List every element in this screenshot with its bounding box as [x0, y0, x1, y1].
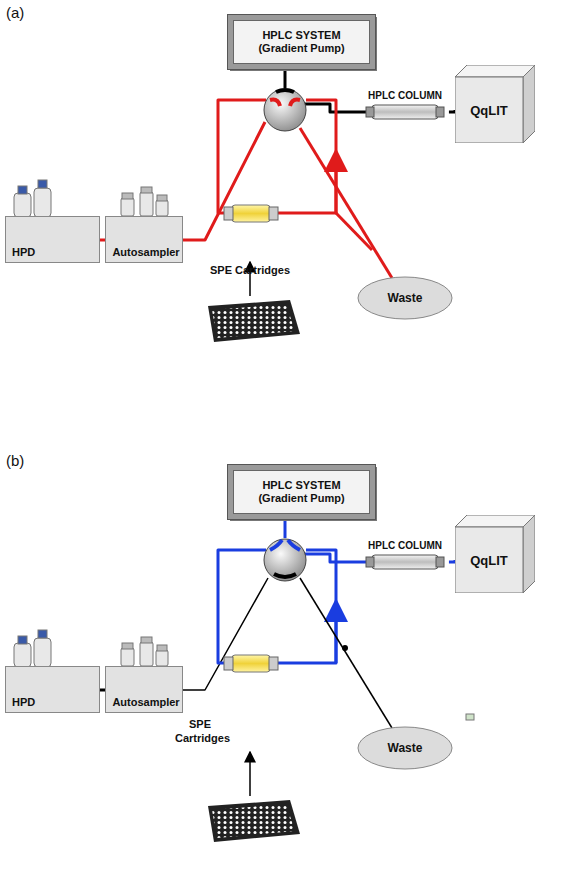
spe-cartridge: SPE Cartridges: [170, 653, 230, 745]
spe-cartridge: SPE Cartridges: [205, 203, 295, 277]
mass-spectrometer: QqLIT: [455, 515, 535, 593]
instrument-box: HPD: [5, 216, 100, 263]
hplc-column: HPLC COLUMN: [363, 90, 447, 122]
mass-spectrometer: QqLIT: [455, 65, 535, 143]
node-label: Waste: [388, 291, 423, 305]
tubing-connector: [449, 560, 455, 562]
node-label: HPD: [12, 696, 35, 708]
node-label: QqLIT: [470, 103, 508, 118]
pump-box: HPLC SYSTEM (Gradient Pump): [228, 15, 375, 69]
node-label: Waste: [388, 741, 423, 755]
panel-label: (b): [6, 452, 24, 469]
instrument-box: Autosampler: [105, 216, 182, 263]
hplc-column: HPLC COLUMN: [363, 540, 447, 572]
waste-container: Waste: [357, 726, 453, 770]
node-label: HPLC COLUMN: [368, 540, 442, 551]
node-label: Autosampler: [112, 246, 179, 258]
instrument-box: Autosampler: [105, 666, 182, 713]
node-label: HPLC SYSTEM (Gradient Pump): [253, 479, 351, 505]
pump-box: HPLC SYSTEM (Gradient Pump): [228, 465, 375, 519]
node-label: Autosampler: [112, 696, 179, 708]
node-label: SPE Cartridges: [175, 717, 225, 745]
instrument-box: HPD: [5, 666, 100, 713]
node-label: QqLIT: [470, 553, 508, 568]
waste-container: Waste: [357, 276, 453, 320]
node-label: HPLC SYSTEM (Gradient Pump): [253, 29, 351, 55]
node-label: HPD: [12, 246, 35, 258]
node-label: SPE Cartridges: [210, 263, 290, 277]
node-label: HPLC COLUMN: [368, 90, 442, 101]
panel-label: (a): [6, 4, 24, 21]
tubing-connector: [449, 110, 455, 112]
